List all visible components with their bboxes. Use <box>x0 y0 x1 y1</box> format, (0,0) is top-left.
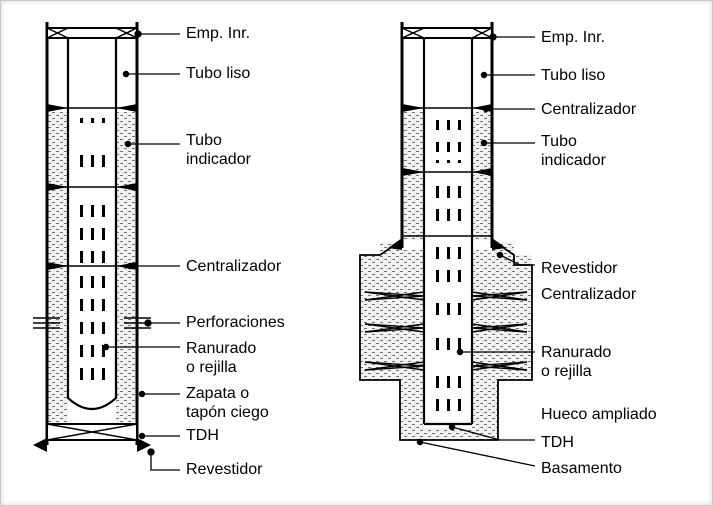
right-centralizer-open-3 <box>364 361 528 371</box>
right-label-indicator-line1: Tubo <box>541 133 577 150</box>
right-label-tdh: TDH <box>541 434 574 451</box>
left-centralizer-1 <box>47 104 137 112</box>
right-label-underream: Hueco ampliado <box>541 406 657 423</box>
right-slotted-liner <box>436 186 461 411</box>
left-centralizer-2 <box>47 183 137 191</box>
right-casing-shoe-left <box>388 238 402 250</box>
right-label-centralizer: Centralizador <box>541 286 637 303</box>
right-leaders <box>416 33 536 467</box>
right-label-packer: Emp. Inr. <box>541 29 606 46</box>
right-label-basement: Basamento <box>541 460 622 477</box>
left-slotted-liner <box>80 205 105 380</box>
left-label-tdh: TDH <box>186 427 219 444</box>
left-label-centralizer: Centralizador <box>186 258 282 275</box>
right-label-slotted-line2: o rejilla <box>541 363 592 380</box>
left-label-shoe-line1: Zapata o <box>186 385 250 402</box>
left-label-perforations: Perforaciones <box>186 314 285 331</box>
left-label-shoe-line2: tapón ciego <box>186 404 269 421</box>
right-label-indicator-line2: indicador <box>541 152 606 169</box>
left-packer <box>46 27 138 39</box>
left-well <box>33 22 180 471</box>
right-indicator-slots <box>436 120 461 163</box>
left-indicator-slots <box>80 118 105 167</box>
right-inner-pipe-bg <box>424 30 472 428</box>
right-packer <box>401 27 493 39</box>
left-label-packer: Emp. Inr. <box>186 25 251 42</box>
right-well <box>359 22 536 467</box>
left-label-blank-pipe: Tubo liso <box>186 65 251 82</box>
left-label-indicator-line1: Tubo <box>186 132 222 149</box>
left-label-slotted-line2: o rejilla <box>186 359 237 376</box>
left-label-casing: Revestidor <box>186 461 263 478</box>
right-centralizer-open-2 <box>364 323 528 333</box>
right-label-casing: Revestidor <box>541 260 618 277</box>
left-leaders <box>102 30 180 471</box>
right-casing-shoe-right <box>492 238 506 250</box>
left-casing-shoe-right <box>137 438 151 452</box>
right-centralizer-2 <box>402 168 492 176</box>
right-label-slotted-line1: Ranurado <box>541 344 612 361</box>
left-inner-pipe-bg <box>68 30 116 424</box>
right-centralizer-open-1 <box>364 291 528 301</box>
left-bottom-plug <box>46 423 138 441</box>
left-shoe <box>66 390 118 411</box>
left-casing-shoe-left <box>33 438 47 452</box>
right-label-blank-pipe: Tubo liso <box>541 67 606 84</box>
right-label-centralizer-top: Centralizador <box>541 101 637 118</box>
left-label-indicator-line2: indicador <box>186 151 251 168</box>
left-label-slotted-line1: Ranurado <box>186 340 257 357</box>
